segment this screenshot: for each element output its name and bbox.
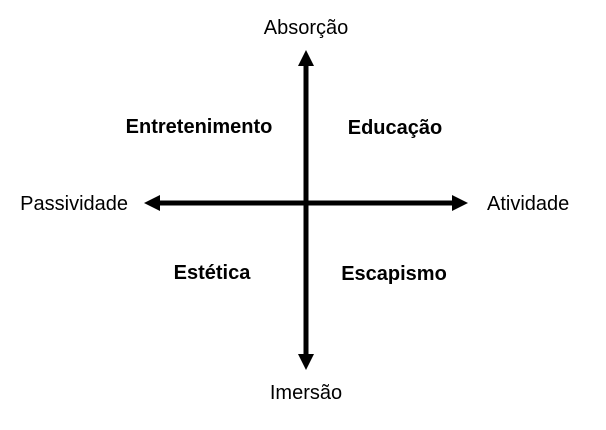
arrowhead-down <box>298 354 314 370</box>
quadrant-label-top-left: Entretenimento <box>126 116 273 138</box>
quadrant-label-bottom-left: Estética <box>174 262 252 284</box>
vertical-axis <box>298 50 314 370</box>
axis-label-left: Passividade <box>20 193 128 215</box>
horizontal-axis <box>144 195 468 211</box>
arrowhead-right <box>452 195 468 211</box>
arrowhead-left <box>144 195 160 211</box>
quadrant-label-bottom-right: Escapismo <box>341 263 447 285</box>
arrowhead-up <box>298 50 314 66</box>
axis-label-top: Absorção <box>264 17 349 39</box>
axis-label-bottom: Imersão <box>270 382 342 404</box>
axis-label-right: Atividade <box>487 193 569 215</box>
quadrant-label-top-right: Educação <box>348 117 442 139</box>
